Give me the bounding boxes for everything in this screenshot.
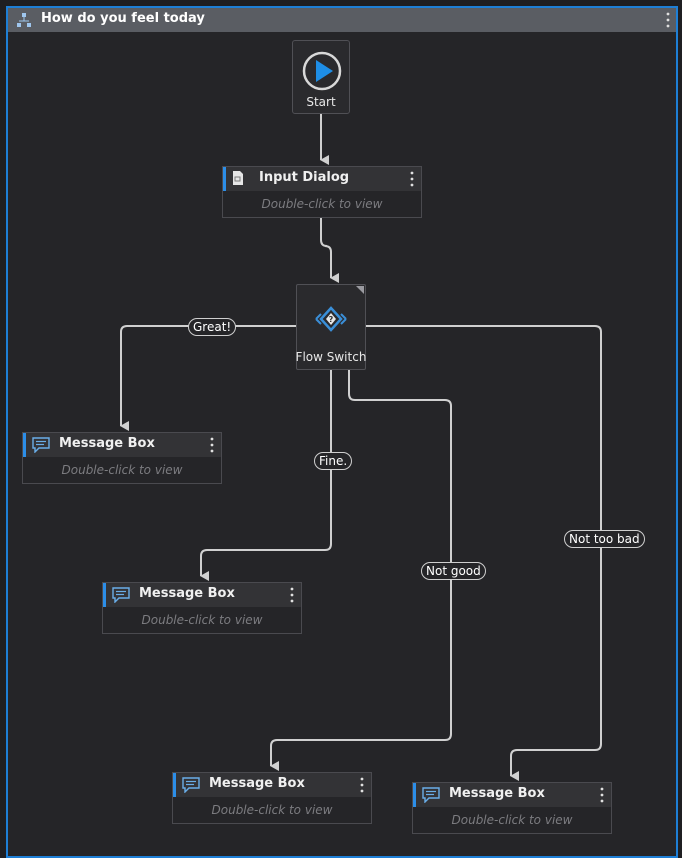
- flow-switch-label: Flow Switch: [295, 350, 367, 364]
- connector-great[interactable]: [120, 325, 296, 431]
- message-icon: [112, 587, 130, 603]
- workflow-titlebar: How do you feel today: [8, 8, 676, 32]
- connector-fine[interactable]: [200, 370, 332, 581]
- message-box-activity[interactable]: Message Box Double-click to view: [102, 582, 302, 634]
- more-options-icon[interactable]: [407, 169, 417, 189]
- activity-header: Message Box: [173, 773, 371, 797]
- case-label-fine[interactable]: Fine.: [314, 452, 353, 470]
- message-icon: [32, 437, 50, 453]
- input-dialog-activity[interactable]: Input Dialog Double-click to view: [222, 166, 422, 218]
- message-icon: [182, 777, 200, 793]
- flow-switch-icon: ?: [315, 306, 347, 332]
- flow-switch-node[interactable]: ? Flow Switch: [296, 284, 366, 370]
- corner-marker: [356, 286, 364, 294]
- activity-hint: Double-click to view: [61, 463, 183, 477]
- flowchart-icon: [17, 13, 31, 27]
- more-options-icon[interactable]: [207, 435, 217, 455]
- connector-not-too-bad[interactable]: [366, 325, 602, 781]
- more-options-icon[interactable]: [357, 775, 367, 795]
- start-node[interactable]: Start: [292, 40, 350, 114]
- activity-header: Message Box: [103, 583, 301, 607]
- activity-hint: Double-click to view: [261, 197, 383, 211]
- more-options-icon[interactable]: [597, 785, 607, 805]
- case-label-not-too-bad[interactable]: Not too bad: [564, 530, 645, 548]
- message-icon: [422, 787, 440, 803]
- start-label: Start: [306, 95, 336, 109]
- message-box-activity[interactable]: Message Box Double-click to view: [22, 432, 222, 484]
- case-label-not-good[interactable]: Not good: [421, 562, 486, 580]
- activity-header: Message Box: [23, 433, 221, 457]
- activity-name: Message Box: [449, 786, 545, 801]
- activity-name: Input Dialog: [259, 170, 350, 185]
- message-box-activity[interactable]: Message Box Double-click to view: [412, 782, 612, 834]
- svg-text:?: ?: [329, 315, 334, 324]
- play-icon: [302, 51, 342, 91]
- case-label-great[interactable]: Great!: [188, 318, 237, 336]
- activity-hint: Double-click to view: [451, 813, 573, 827]
- activity-hint: Double-click to view: [141, 613, 263, 627]
- document-icon: [233, 171, 243, 185]
- more-options-icon[interactable]: [662, 10, 674, 30]
- activity-name: Message Box: [209, 776, 305, 791]
- activity-hint: Double-click to view: [211, 803, 333, 817]
- more-options-icon[interactable]: [287, 585, 297, 605]
- activity-name: Message Box: [139, 586, 235, 601]
- activity-header: Input Dialog: [223, 167, 421, 191]
- activity-name: Message Box: [59, 436, 155, 451]
- message-box-activity[interactable]: Message Box Double-click to view: [172, 772, 372, 824]
- workflow-title: How do you feel today: [41, 11, 205, 26]
- connector-input-to-switch[interactable]: [320, 217, 339, 283]
- activity-header: Message Box: [413, 783, 611, 807]
